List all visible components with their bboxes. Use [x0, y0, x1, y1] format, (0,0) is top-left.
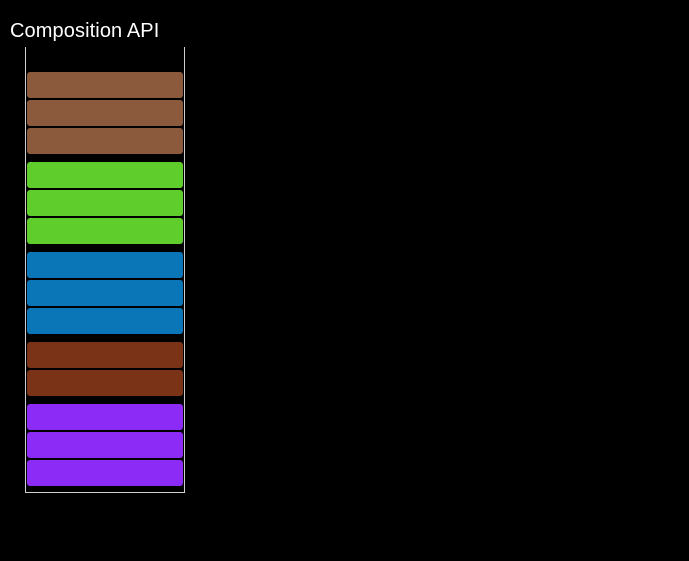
bar-green-group-1[interactable]	[27, 162, 183, 188]
bar-group-green-group	[26, 162, 184, 244]
bar-brown-group-3[interactable]	[27, 128, 183, 154]
bar-chart-container	[25, 47, 185, 493]
bar-group-purple-group	[26, 404, 184, 486]
bar-rust-group-2[interactable]	[27, 370, 183, 396]
bar-group-brown-group	[26, 72, 184, 154]
bar-brown-group-2[interactable]	[27, 100, 183, 126]
bar-blue-group-1[interactable]	[27, 252, 183, 278]
bar-blue-group-2[interactable]	[27, 280, 183, 306]
bar-group-blue-group	[26, 252, 184, 334]
bar-purple-group-2[interactable]	[27, 432, 183, 458]
bar-rust-group-1[interactable]	[27, 342, 183, 368]
bar-green-group-3[interactable]	[27, 218, 183, 244]
bar-purple-group-3[interactable]	[27, 460, 183, 486]
bar-blue-group-3[interactable]	[27, 308, 183, 334]
page-title: Composition API	[10, 20, 160, 42]
bar-brown-group-1[interactable]	[27, 72, 183, 98]
bar-group-rust-group	[26, 342, 184, 396]
bar-green-group-2[interactable]	[27, 190, 183, 216]
bar-purple-group-1[interactable]	[27, 404, 183, 430]
